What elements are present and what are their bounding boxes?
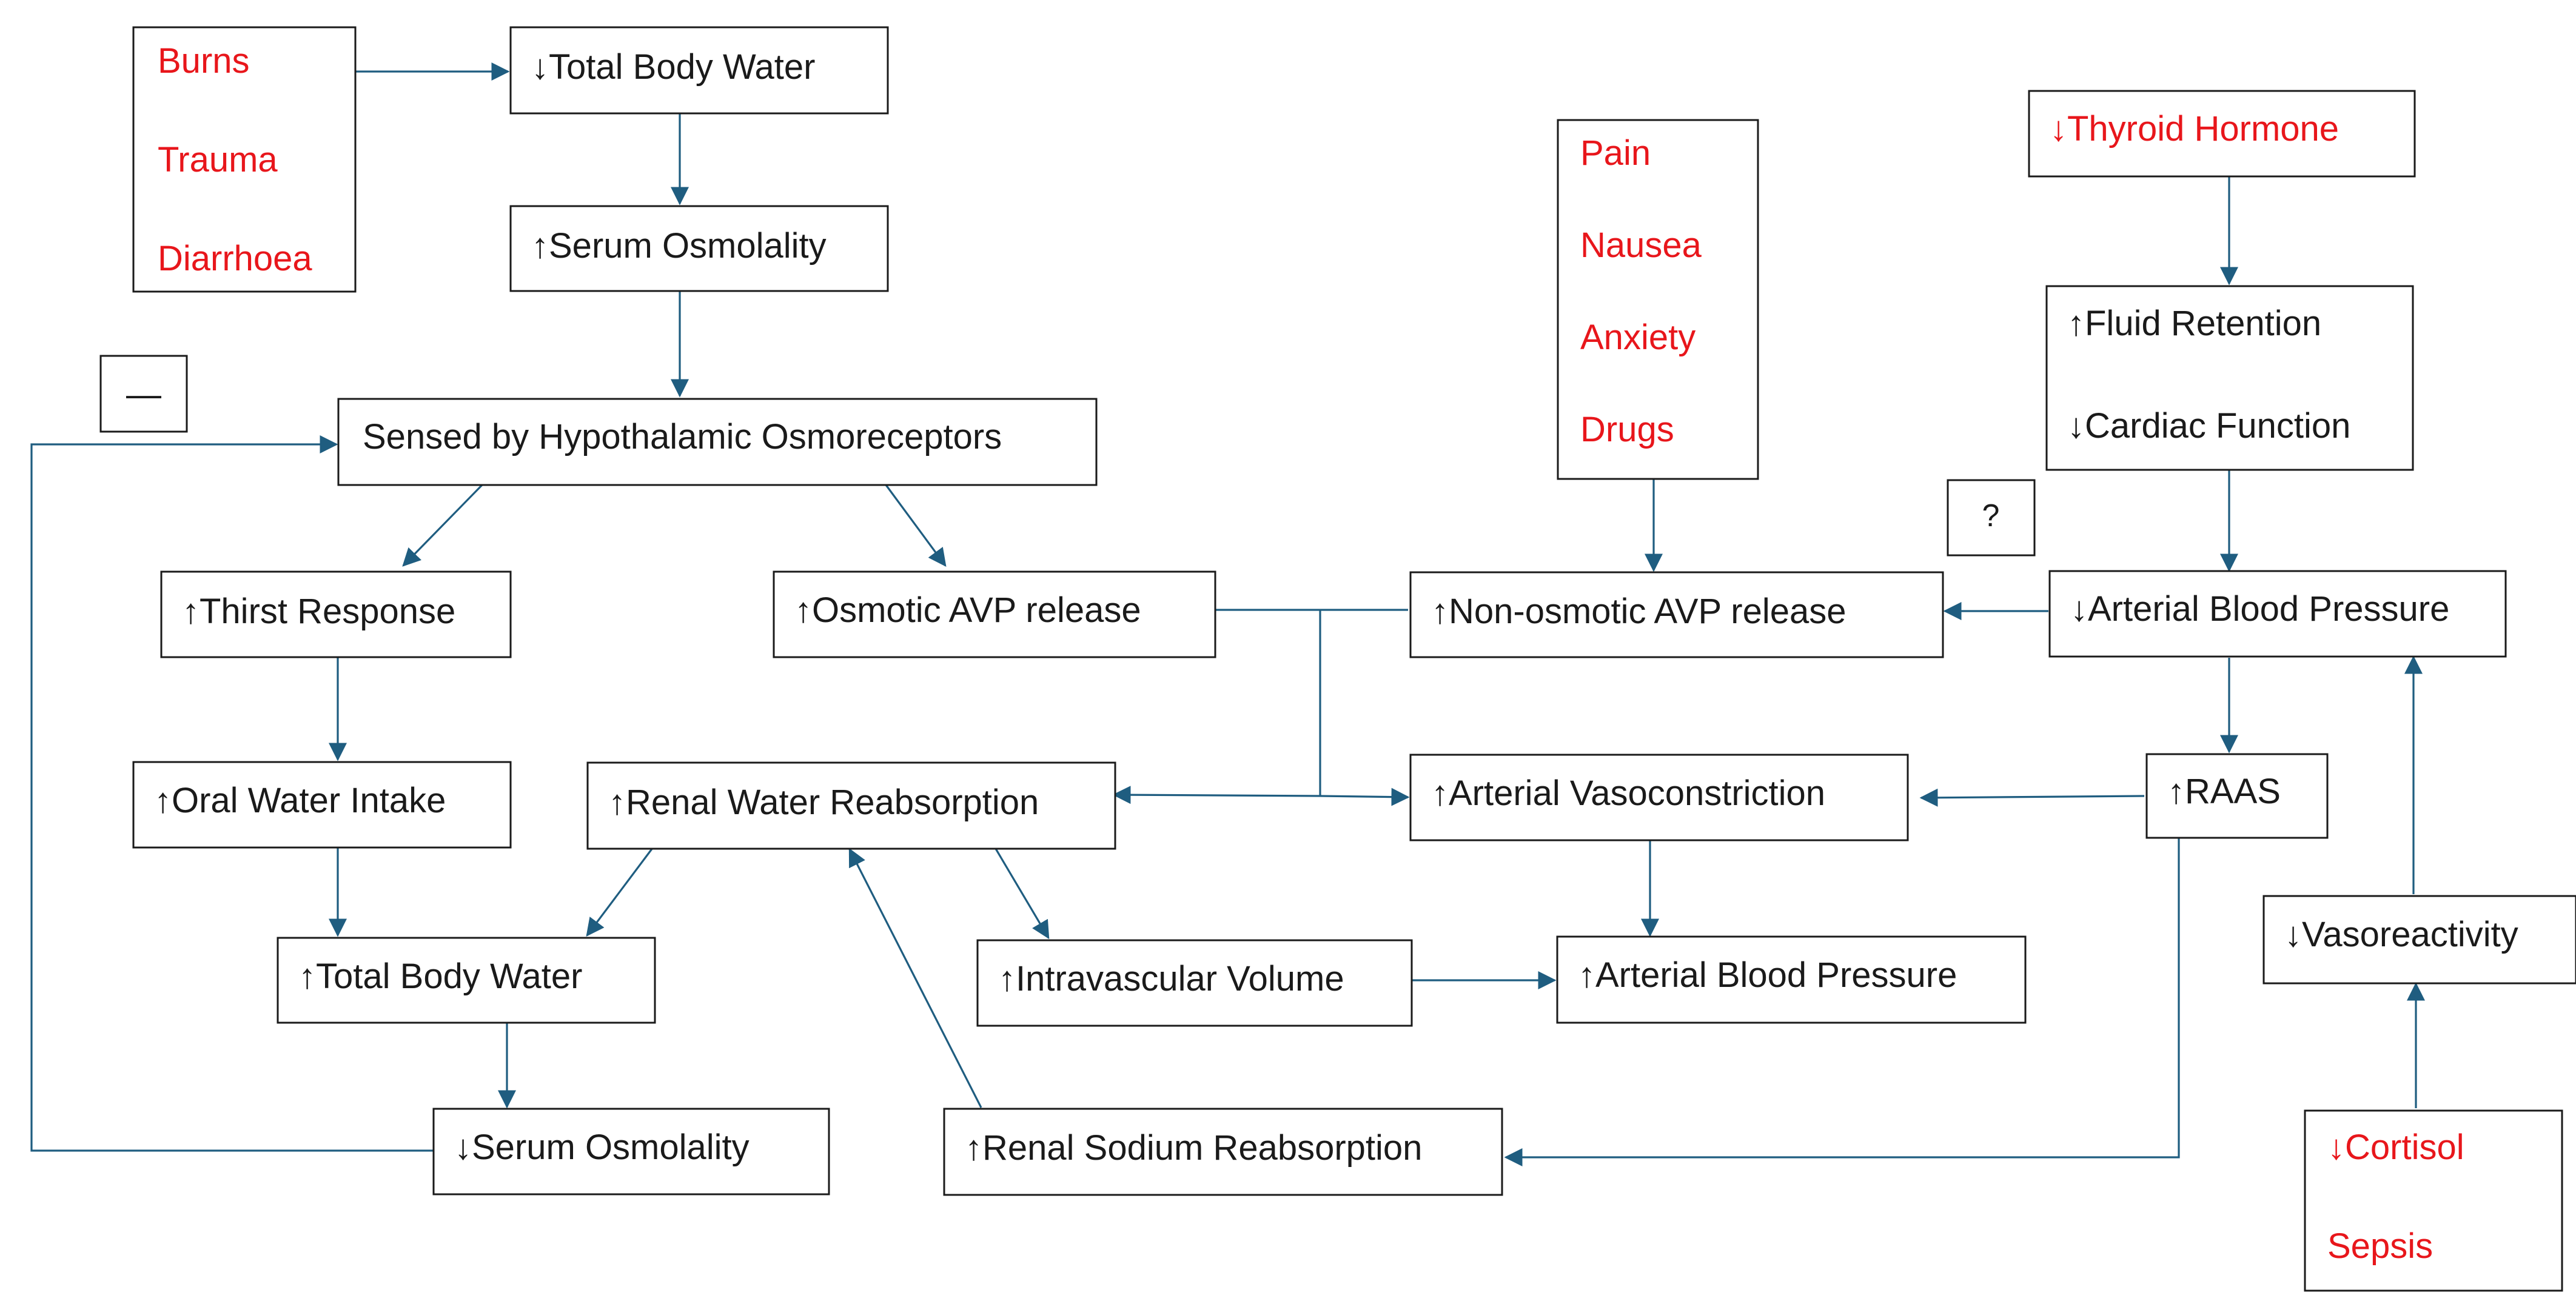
thyroid-hormone-down-label: ↓Thyroid Hormone xyxy=(2050,109,2339,149)
edge-raas-to-arterial-vasoconstriction xyxy=(1919,788,2145,807)
edge-osmoreceptors-to-thirst xyxy=(402,484,483,567)
node-arterial-vasoconstriction-up: ↑Arterial Vasoconstriction xyxy=(1409,754,1909,841)
node-causes-pain-nausea-anxiety-drugs: Pain Nausea Anxiety Drugs xyxy=(1557,119,1759,480)
sepsis-label: Sepsis xyxy=(2327,1226,2433,1266)
edge-serum-osmolality-down-feedback-to-osmoreceptors xyxy=(30,435,433,1152)
fluid-retention-up-label: ↑Fluid Retention xyxy=(2067,304,2321,343)
node-total-body-water-down: ↓Total Body Water xyxy=(509,26,889,115)
total-body-water-down-label: ↓Total Body Water xyxy=(531,47,815,87)
node-intravascular-volume-up: ↑Intravascular Volume xyxy=(976,939,1413,1027)
node-raas-up: ↑RAAS xyxy=(2145,753,2329,839)
cause-trauma: Trauma xyxy=(158,140,278,179)
serum-osmolality-up-label: ↑Serum Osmolality xyxy=(531,226,827,266)
node-oral-water-intake-up: ↑Oral Water Intake xyxy=(132,761,512,849)
cause-anxiety: Anxiety xyxy=(1580,318,1696,357)
question-mark-label: ? xyxy=(1982,498,2000,533)
hypothalamic-osmoreceptors-label: Sensed by Hypothalamic Osmoreceptors xyxy=(363,417,1002,456)
connectors xyxy=(30,62,2425,1166)
cardiac-function-down-label: ↓Cardiac Function xyxy=(2067,406,2350,446)
renal-sodium-reabsorption-up-label: ↑Renal Sodium Reabsorption xyxy=(965,1128,1422,1168)
node-serum-osmolality-up: ↑Serum Osmolality xyxy=(509,205,889,292)
intravascular-volume-up-label: ↑Intravascular Volume xyxy=(998,959,1344,998)
node-osmotic-avp-release-up: ↑Osmotic AVP release xyxy=(773,570,1216,658)
cause-drugs: Drugs xyxy=(1580,410,1674,449)
edge-raas-to-renal-sodium xyxy=(1504,838,2180,1166)
node-vasoreactivity-down: ↓Vasoreactivity xyxy=(2262,895,2576,985)
edge-avp-to-renal-water xyxy=(1112,786,1321,804)
total-body-water-up-label: ↑Total Body Water xyxy=(298,957,582,996)
node-total-body-water-up: ↑Total Body Water xyxy=(277,937,656,1024)
node-arterial-blood-pressure-down: ↓Arterial Blood Pressure xyxy=(2048,570,2507,658)
cause-burns: Burns xyxy=(158,41,250,81)
node-serum-osmolality-down: ↓Serum Osmolality xyxy=(432,1108,830,1195)
edge-avp-to-arterial-vasoconstriction xyxy=(1320,787,1410,806)
cause-nausea: Nausea xyxy=(1580,226,1702,265)
osmotic-avp-release-up-label: ↑Osmotic AVP release xyxy=(794,590,1141,630)
non-osmotic-avp-release-up-label: ↑Non-osmotic AVP release xyxy=(1431,592,1846,631)
edge-osmoreceptors-to-osmotic-avp xyxy=(885,484,947,567)
node-causes-cortisol-sepsis: ↓Cortisol Sepsis xyxy=(2304,1109,2563,1292)
node-renal-sodium-reabsorption-up: ↑Renal Sodium Reabsorption xyxy=(943,1108,1503,1196)
edge-renal-sodium-to-renal-water xyxy=(848,848,982,1108)
serum-osmolality-down-label: ↓Serum Osmolality xyxy=(454,1128,750,1167)
arterial-blood-pressure-up-label: ↑Arterial Blood Pressure xyxy=(1578,955,1957,995)
node-non-osmotic-avp-release-up: ↑Non-osmotic AVP release xyxy=(1409,571,1944,658)
node-causes-burns-trauma-diarrhoea: Burns Trauma Diarrhoea xyxy=(132,26,357,293)
node-question-mark: ? xyxy=(1947,479,2036,557)
cortisol-down-label: ↓Cortisol xyxy=(2327,1128,2464,1167)
node-thyroid-hormone-down: ↓Thyroid Hormone xyxy=(2028,90,2416,178)
node-legend-minus: — xyxy=(99,355,188,433)
node-fluid-retention-cardiac-function: ↑Fluid Retention ↓Cardiac Function xyxy=(2045,285,2414,471)
node-thirst-response-up: ↑Thirst Response xyxy=(160,570,512,658)
cause-diarrhoea: Diarrhoea xyxy=(158,239,312,278)
arterial-vasoconstriction-up-label: ↑Arterial Vasoconstriction xyxy=(1431,774,1825,813)
cause-pain: Pain xyxy=(1580,133,1651,173)
edge-renal-water-to-intravascular-volume xyxy=(995,848,1050,940)
raas-up-label: ↑RAAS xyxy=(2167,772,2281,811)
thirst-response-up-label: ↑Thirst Response xyxy=(182,592,455,631)
legend-minus-label: — xyxy=(126,375,161,414)
node-hypothalamic-osmoreceptors: Sensed by Hypothalamic Osmoreceptors xyxy=(337,398,1098,486)
vasoreactivity-down-label: ↓Vasoreactivity xyxy=(2284,915,2518,954)
edge-renal-water-to-total-body-water-up xyxy=(586,848,654,937)
node-arterial-blood-pressure-up: ↑Arterial Blood Pressure xyxy=(1556,935,2027,1024)
renal-water-reabsorption-up-label: ↑Renal Water Reabsorption xyxy=(608,783,1039,822)
node-renal-water-reabsorption-up: ↑Renal Water Reabsorption xyxy=(586,761,1116,850)
oral-water-intake-up-label: ↑Oral Water Intake xyxy=(154,781,446,820)
arterial-blood-pressure-down-label: ↓Arterial Blood Pressure xyxy=(2070,589,2449,629)
